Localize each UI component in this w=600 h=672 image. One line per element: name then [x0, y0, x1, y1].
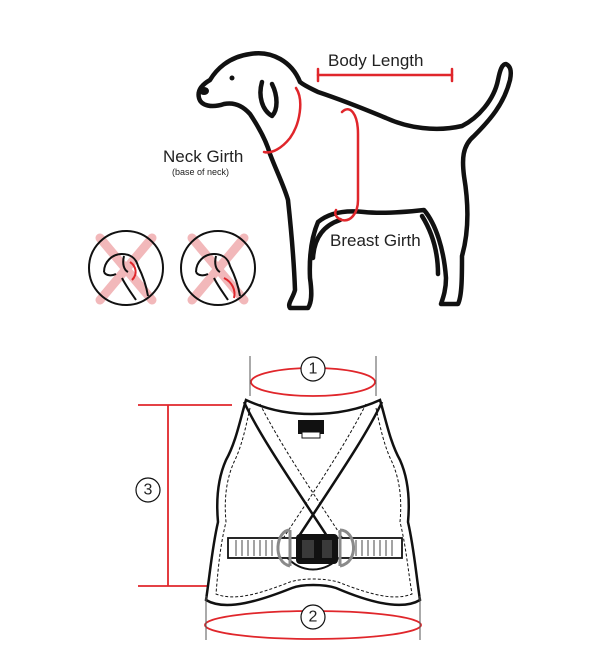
breast-girth-label: Breast Girth [330, 231, 421, 250]
svg-text:2: 2 [309, 609, 318, 626]
wrong-neck-position-icon [88, 230, 164, 306]
body-length-label: Body Length [328, 51, 423, 70]
svg-text:3: 3 [144, 482, 153, 499]
neck-girth-mark [262, 86, 302, 154]
marker-1: 1 [300, 356, 326, 382]
dog-eye [229, 75, 235, 81]
svg-text:1: 1 [309, 361, 318, 378]
measurement-marks [262, 67, 454, 222]
dog-nose [199, 87, 209, 95]
marker-2: 2 [300, 604, 326, 630]
neck-girth-label: Neck Girth [163, 147, 243, 166]
wrong-neck-position-icon [180, 230, 256, 306]
marker-3: 3 [135, 477, 161, 503]
neck-opening-guides [249, 356, 377, 396]
harness-body [204, 398, 422, 607]
buckle [296, 534, 338, 564]
dog-outline [196, 51, 514, 311]
breast-girth-mark [334, 108, 360, 222]
d-ring [276, 528, 355, 568]
chest-opening-guides [205, 596, 421, 640]
neck-girth-note: (base of neck) [172, 167, 229, 177]
